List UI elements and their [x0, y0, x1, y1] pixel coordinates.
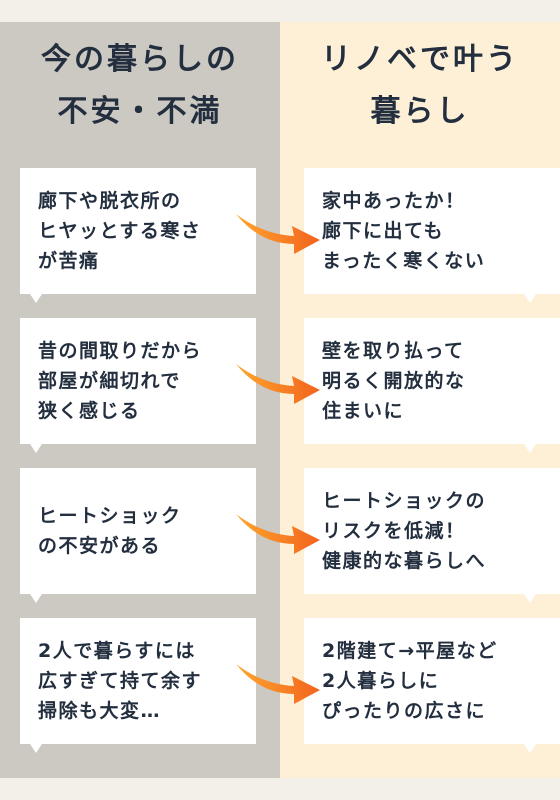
problem-text-2: 昔の間取りだから 部屋が細切れで 狭く感じる [38, 340, 203, 422]
problem-text-3: ヒートショック の不安がある [38, 505, 182, 557]
problem-card-2: 昔の間取りだから 部屋が細切れで 狭く感じる [20, 318, 256, 453]
problem-card-4: 2人で暮らすには 広すぎて持て余す 掃除も大変… [20, 618, 256, 753]
curved-arrow-icon [236, 664, 320, 704]
curved-arrow-icon [236, 214, 320, 254]
curved-arrow-icon [236, 364, 320, 404]
solution-card-3: ヒートショックの リスクを低減！ 健康的な暮らしへ [304, 468, 560, 603]
right-column-title: リノベで叶う 暮らし [321, 42, 519, 129]
left-column-title: 今の暮らしの 不安・不満 [41, 42, 239, 129]
solution-card-1: 家中あったか！ 廊下に出ても まったく寒くない [304, 168, 560, 303]
problem-card-1: 廊下や脱衣所の ヒヤッとする寒さ が苦痛 [20, 168, 256, 303]
solution-text-2: 壁を取り払って 明るく開放的な 住まいに [322, 340, 466, 422]
problem-text-1: 廊下や脱衣所の ヒヤッとする寒さ が苦痛 [38, 190, 202, 272]
problem-card-3: ヒートショック の不安がある [20, 468, 256, 603]
solution-text-1: 家中あったか！ 廊下に出ても まったく寒くない [322, 190, 486, 272]
curved-arrow-icon [236, 514, 320, 554]
solution-card-4: 2階建て→平屋など 2人暮らしに ぴったりの広さに [304, 618, 560, 753]
solution-text-4: 2階建て→平屋など 2人暮らしに ぴったりの広さに [322, 640, 498, 722]
solution-card-2: 壁を取り払って 明るく開放的な 住まいに [304, 318, 560, 453]
problem-text-4: 2人で暮らすには 広すぎて持て余す 掃除も大変… [38, 640, 203, 722]
solution-text-3: ヒートショックの リスクを低減！ 健康的な暮らしへ [322, 490, 487, 572]
